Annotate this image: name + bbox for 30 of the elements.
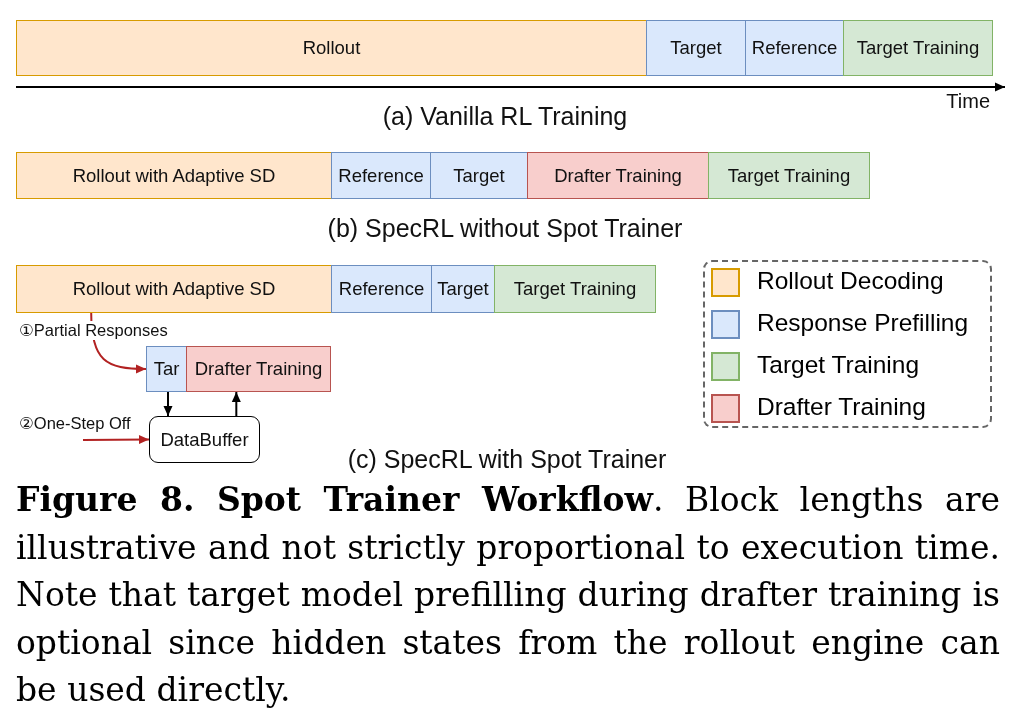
timeline-block: Target Training: [843, 20, 993, 76]
arrow: [82, 435, 150, 445]
timeline-block: Rollout with Adaptive SD: [16, 152, 332, 199]
legend-label: Target Training: [757, 351, 920, 379]
timeline-block: Rollout: [16, 20, 647, 76]
legend-label: Drafter Training: [757, 393, 926, 421]
edge-label: ②One-Step Off: [18, 414, 132, 433]
timeline-block: Reference: [331, 152, 431, 199]
timeline-block: Target Training: [494, 265, 656, 313]
timeline-block: Target: [431, 265, 495, 313]
legend-label: Response Prefilling: [757, 309, 969, 337]
arrow: [163, 391, 173, 417]
subfigure-caption: (a) Vanilla RL Training: [382, 102, 628, 131]
timeline-block: Target Training: [708, 152, 870, 199]
subfigure-caption: (b) SpecRL without Spot Trainer: [327, 214, 683, 243]
timeline-block: Rollout with Adaptive SD: [16, 265, 332, 313]
edge-label: ①Partial Responses: [18, 321, 169, 340]
timeline-block: Drafter Training: [527, 152, 709, 199]
timeline-block: Target: [430, 152, 528, 199]
axis-label: Time: [946, 90, 990, 113]
timeline-block: Reference: [331, 265, 432, 313]
timeline-block: Reference: [745, 20, 844, 76]
legend-label: Rollout Decoding: [757, 267, 944, 295]
subfigure-caption: (c) SpecRL with Spot Trainer: [347, 445, 667, 474]
timeline-block: Target: [646, 20, 746, 76]
buffer-box: DataBuffer: [149, 416, 260, 463]
arrow: [231, 391, 241, 417]
timeline-block: Tar: [146, 346, 187, 392]
figure-caption: Figure 8. Spot Trainer Workflow. Block lengths are illustrative and not strictly proportional to execution time. Note that target model prefilling during drafter training is optional since hidden states from the rollout engine can be used directly.: [16, 479, 1000, 711]
timeline-block: Drafter Training: [186, 346, 331, 392]
